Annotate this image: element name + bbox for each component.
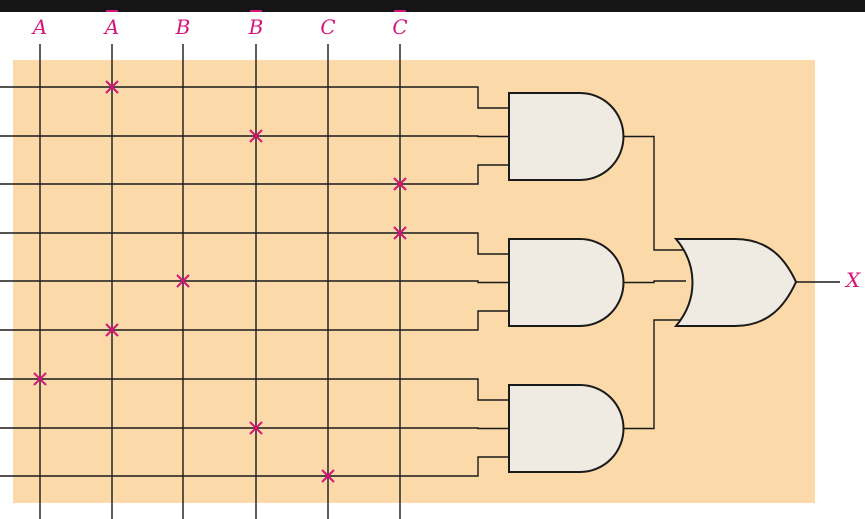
connection-x-mark-icon	[105, 323, 119, 337]
connection-x-mark-icon	[105, 80, 119, 94]
and-gate-icon	[508, 238, 625, 327]
input-label-2: B	[175, 15, 191, 39]
product-row-2	[0, 164, 509, 185]
window-top-bar	[0, 0, 865, 12]
product-row-6	[0, 378, 509, 401]
and-gate-icon	[508, 92, 625, 181]
and-to-or-wire-2	[623, 319, 686, 430]
product-row-3	[0, 232, 509, 255]
connection-x-mark-icon	[393, 226, 407, 240]
connection-x-mark-icon	[393, 177, 407, 191]
output-label-x: X	[844, 268, 861, 292]
gate-layer	[508, 92, 798, 473]
input-label-0: A	[31, 15, 47, 39]
product-row-7	[0, 427, 509, 430]
input-label-4: C	[320, 15, 335, 39]
and-gate-icon	[508, 384, 625, 473]
product-row-4	[0, 280, 509, 284]
connection-x-mark-icon	[176, 274, 190, 288]
connection-x-mark-icon	[249, 421, 263, 435]
or-gate-icon	[673, 238, 798, 327]
product-row-8	[0, 456, 509, 477]
fuse-marks-layer	[33, 80, 407, 483]
input-label-5: C	[392, 15, 407, 39]
connection-x-mark-icon	[33, 372, 47, 386]
and-to-or-wire-1	[623, 280, 686, 284]
product-row-5	[0, 310, 509, 331]
product-row-1	[0, 135, 509, 138]
and-to-or-wire-0	[623, 135, 686, 251]
wire-layer	[0, 44, 840, 519]
input-label-3: B	[248, 15, 264, 39]
input-label-1: A	[103, 15, 119, 39]
connection-x-mark-icon	[249, 129, 263, 143]
product-row-0	[0, 86, 509, 109]
connection-x-mark-icon	[321, 469, 335, 483]
